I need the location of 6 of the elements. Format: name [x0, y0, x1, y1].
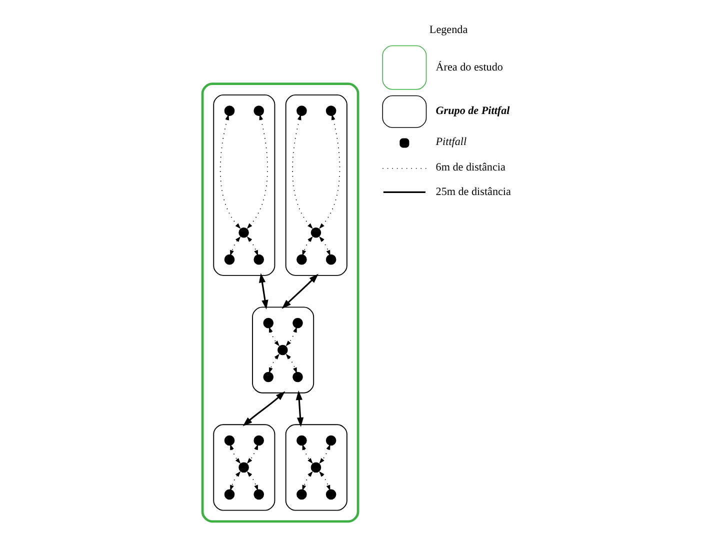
legend-label: Grupo de Pittfal [435, 104, 510, 117]
legend-label: 25m de distância [435, 186, 510, 198]
label: Legenda [428, 24, 468, 36]
legend-label: 6m de distância [435, 161, 505, 174]
legend-label: Pittfall [435, 136, 466, 148]
legend-label: Área do estudo [435, 62, 502, 74]
